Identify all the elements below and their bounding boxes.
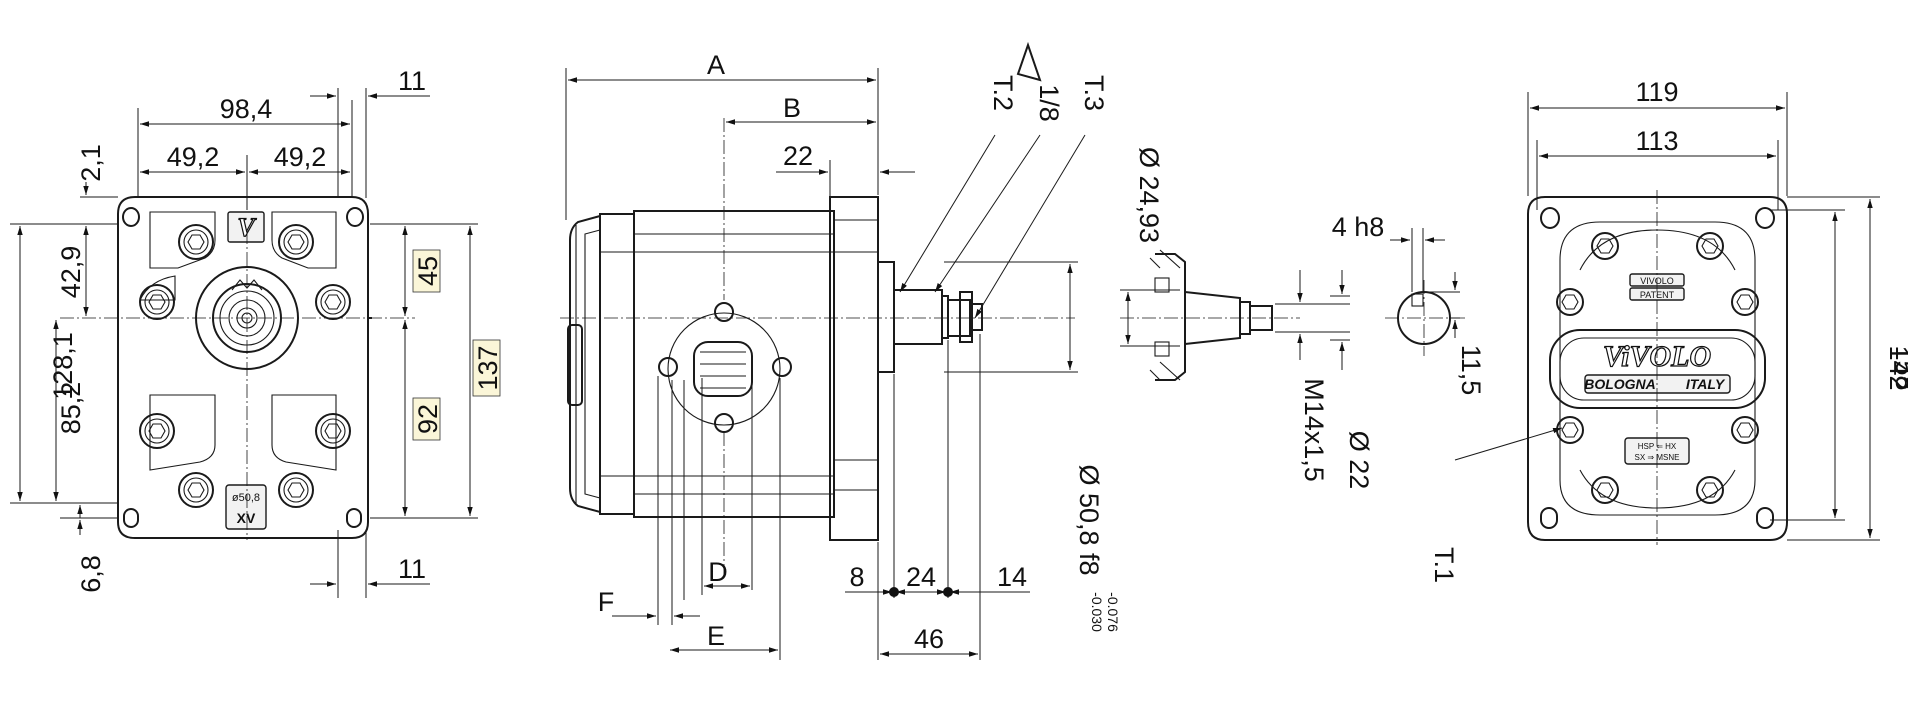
key-section: 4 h8 11,5 <box>1332 212 1486 395</box>
dim-key-height: 11,5 <box>1456 345 1486 396</box>
rear-view-dimensions: 119 113 142 158 T.1 <box>1429 77 1908 583</box>
dim-137: 137 <box>473 345 503 390</box>
dim-tol-lower: -0.076 <box>1105 592 1121 632</box>
dim-pilot-dia: Ø 50,8 f8 <box>1074 464 1104 575</box>
bolt-icon <box>1556 288 1584 316</box>
front-badge-code: XV <box>237 510 256 526</box>
dim-119: 119 <box>1635 77 1678 107</box>
dim-113: 113 <box>1635 126 1678 156</box>
bolt-icon <box>178 224 214 260</box>
dim-49-2-right: 49,2 <box>274 142 327 172</box>
dim-46: 46 <box>914 624 944 654</box>
dim-11-top: 11 <box>398 66 426 96</box>
side-view-dimensions: A B 22 T.2 1/8 T.3 Ø 50,8 f8 -0.030 -0.0… <box>565 41 1121 660</box>
dim-158: 158 <box>1890 345 1908 390</box>
bolt-icon <box>1731 416 1759 444</box>
dim-F: F <box>598 587 615 617</box>
dim-key-width: 4 h8 <box>1332 212 1385 242</box>
bolt-icon <box>278 472 314 508</box>
side-view <box>560 118 1075 580</box>
rear-city: BOLOGNA <box>1584 376 1656 392</box>
bolt-icon <box>178 472 214 508</box>
dim-thread: M14x1,5 <box>1299 378 1329 482</box>
bolt-icon <box>315 284 351 320</box>
bolt-icon <box>1696 232 1724 260</box>
dim-42-9: 42,9 <box>56 246 86 299</box>
dim-taper-dia: Ø 24,93 <box>1134 147 1164 243</box>
front-badge-top: V <box>237 213 257 242</box>
label-T3: T.3 <box>1079 75 1109 111</box>
dim-22-dia: Ø 22 <box>1344 431 1374 490</box>
rear-rot-1: HSP ⇐ HX <box>1638 442 1677 451</box>
front-badge-dia: ø50,8 <box>232 492 260 504</box>
dim-22: 22 <box>783 141 813 171</box>
bolt-icon <box>315 413 351 449</box>
dim-45: 45 <box>413 256 443 286</box>
dim-E: E <box>707 621 725 651</box>
dim-8: 8 <box>849 562 864 592</box>
dim-2-1: 2,1 <box>76 144 106 182</box>
dim-128-1: 128,1 <box>48 332 78 400</box>
bolt-icon <box>278 224 314 260</box>
dim-A: A <box>707 50 725 80</box>
label-T1: T.1 <box>1429 547 1459 583</box>
shaft-detail: Ø 24,93 M14x1,5 Ø 22 <box>1120 147 1374 489</box>
bolt-icon <box>139 284 175 320</box>
rear-view: VIVOLO PATENT ViVOLO BOLOGNA ITALY HSP ⇐… <box>1527 190 1788 545</box>
dim-98-4: 98,4 <box>220 94 273 124</box>
bolt-icon <box>139 413 175 449</box>
front-view: V ø50,8 XV <box>60 196 415 540</box>
dim-6-8: 6,8 <box>76 555 106 593</box>
dim-B: B <box>783 93 801 123</box>
front-view-dimensions: 98,4 49,2 49,2 11 11 2,1 42,9 128,1 85 <box>10 66 503 598</box>
bolt-icon <box>1556 416 1584 444</box>
dim-92: 92 <box>413 404 443 434</box>
bolt-icon <box>1731 288 1759 316</box>
dim-11-bottom: 11 <box>398 554 426 584</box>
dim-D: D <box>708 557 728 587</box>
label-taper: 1/8 <box>1034 84 1064 122</box>
dim-24: 24 <box>906 562 936 592</box>
label-T2: T.2 <box>988 75 1018 111</box>
dim-14: 14 <box>997 562 1027 592</box>
bolt-icon <box>1591 232 1619 260</box>
rear-country: ITALY <box>1686 376 1726 392</box>
dim-tol-upper: -0.030 <box>1089 592 1105 632</box>
dim-49-2-left: 49,2 <box>167 142 220 172</box>
dim-85-2: 85,2 <box>56 382 86 435</box>
dim-142: 142 <box>1884 345 1908 390</box>
